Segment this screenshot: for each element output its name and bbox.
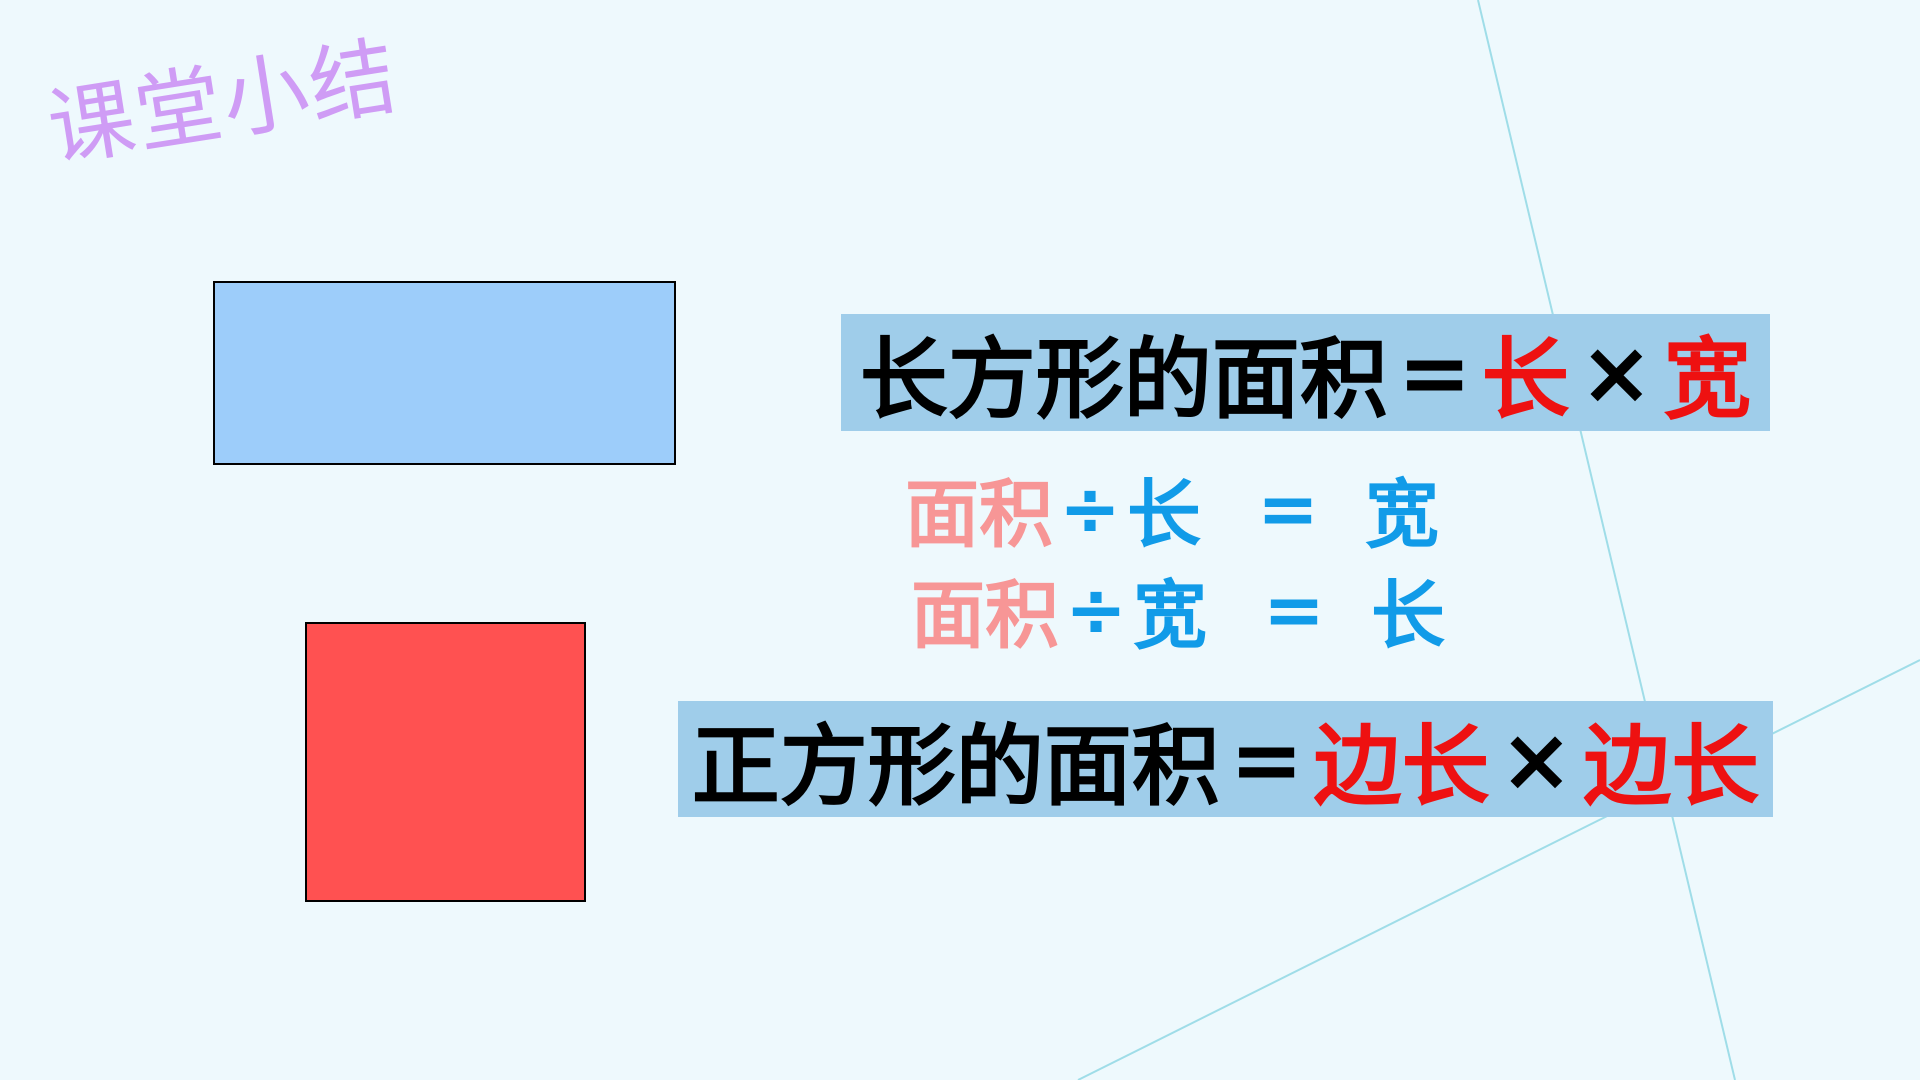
divide-sign: ÷: [1059, 465, 1122, 552]
deco-line-diagonal-2: [1077, 659, 1920, 1080]
square-area-formula: 正方形的面积 = 边长 × 边长: [678, 701, 1773, 818]
equals-sign: =: [1257, 465, 1320, 552]
equals-sign: =: [1263, 566, 1326, 653]
side-term-2: 边长: [1583, 714, 1760, 818]
times-sign: ×: [1579, 321, 1654, 424]
equals-sign: =: [1229, 707, 1304, 811]
equals-sign: =: [1397, 321, 1472, 424]
deco-line-diagonal-1: [1477, 0, 1736, 1080]
derived-formula-width: 面积 ÷ 长 = 宽: [905, 455, 1439, 562]
area-term: 面积: [911, 573, 1059, 659]
square-area-label: 正方形的面积: [691, 714, 1220, 818]
rectangle-shape: [213, 281, 676, 465]
length-term: 长: [1481, 328, 1570, 431]
rectangle-area-label: 长方形的面积: [859, 328, 1388, 431]
derived-formula-length: 面积 ÷ 宽 = 长: [911, 556, 1445, 663]
width-term: 宽: [1663, 328, 1752, 431]
area-term: 面积: [905, 472, 1053, 558]
times-sign: ×: [1499, 707, 1574, 811]
side-term-1: 边长: [1313, 714, 1490, 818]
rectangle-area-formula: 长方形的面积 = 长 × 宽: [841, 314, 1770, 431]
divisor-term: 宽: [1133, 573, 1208, 659]
result-term: 长: [1371, 573, 1446, 659]
result-term: 宽: [1365, 472, 1440, 558]
square-shape: [305, 622, 586, 902]
divisor-term: 长: [1127, 472, 1202, 558]
divide-sign: ÷: [1065, 566, 1128, 653]
